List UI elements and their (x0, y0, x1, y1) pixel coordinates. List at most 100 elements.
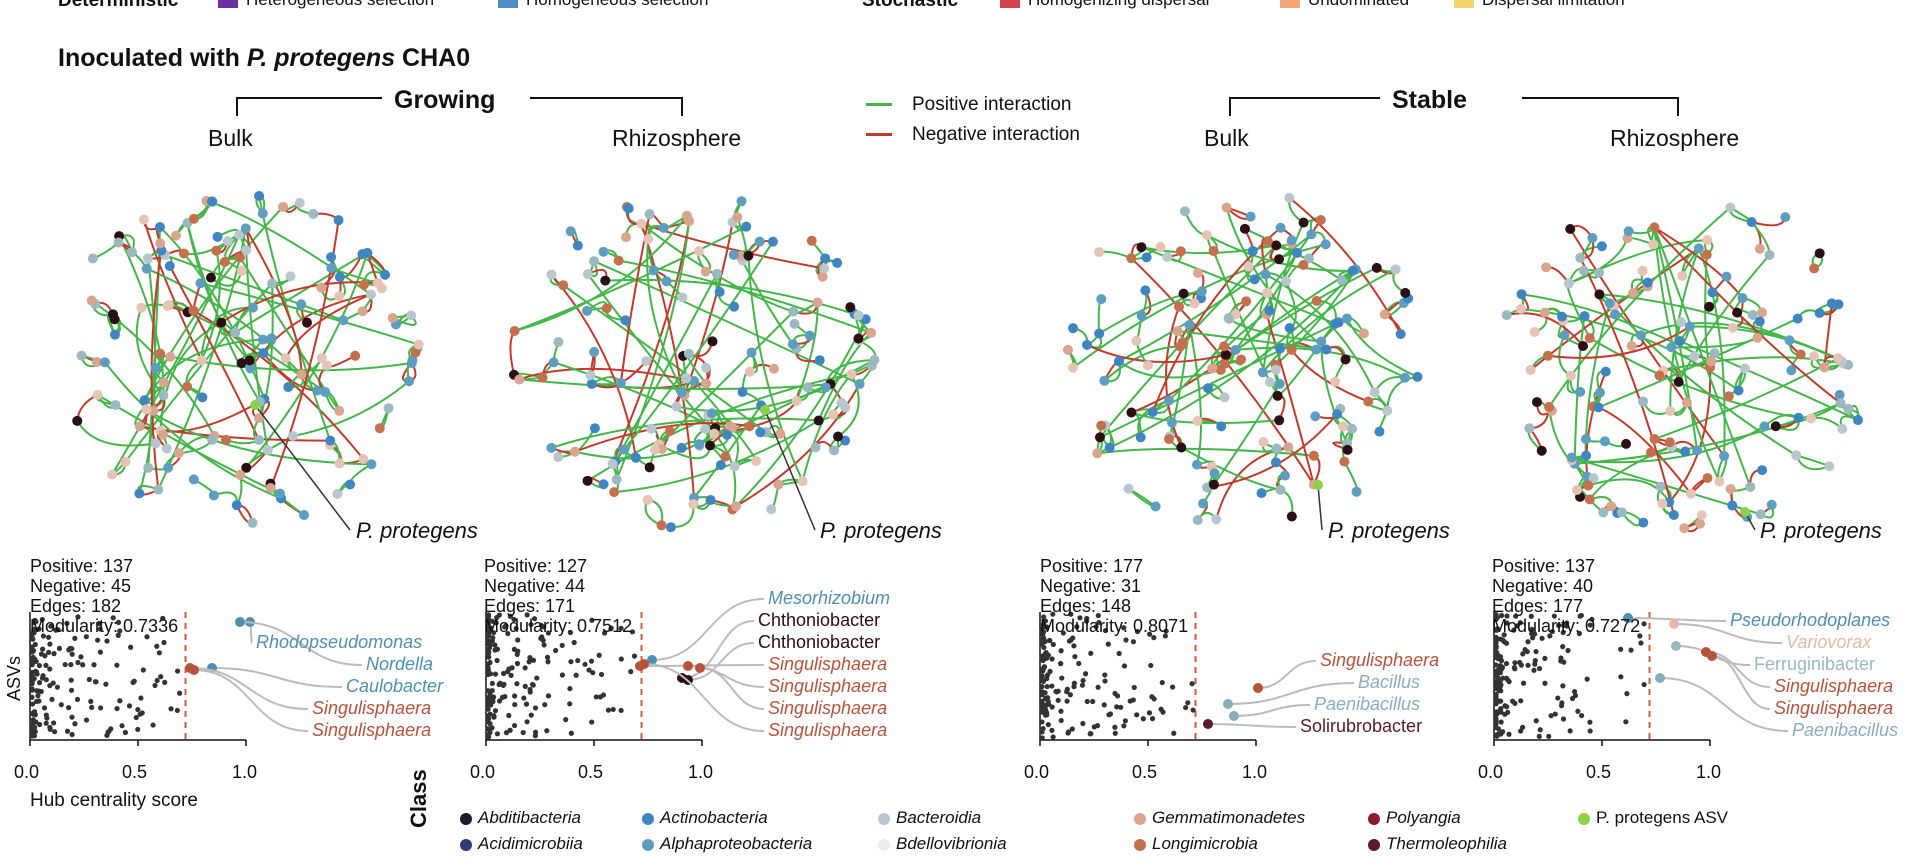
network-node (1616, 507, 1627, 518)
network-node (1172, 325, 1183, 336)
network-node (173, 448, 184, 459)
asv-point (515, 637, 521, 643)
asv-point (1074, 624, 1080, 630)
network-node (676, 442, 687, 453)
asv-point (1080, 677, 1086, 684)
hub-point (695, 663, 705, 673)
network-node (1184, 319, 1195, 330)
network-node (665, 522, 676, 533)
network-node (1264, 305, 1275, 316)
network-node (1196, 286, 1207, 297)
class-actinobacteria: Actinobacteria (642, 808, 768, 828)
network-edge (159, 226, 266, 400)
asv-point (1070, 635, 1076, 641)
asv-point (489, 618, 495, 624)
network-node (1150, 501, 1161, 512)
network-edge (1751, 216, 1787, 227)
network-node (1164, 395, 1175, 406)
asv-point (1159, 679, 1165, 686)
asv-point (487, 729, 493, 736)
asv-point (1500, 729, 1506, 735)
network-node (1805, 413, 1816, 424)
network-node (1673, 376, 1684, 387)
network-edge (509, 330, 516, 375)
network-node (1593, 402, 1604, 413)
asv-point (1618, 674, 1624, 680)
hub-leader-line (239, 621, 363, 666)
network-node (178, 248, 189, 259)
network-node (623, 203, 634, 214)
asv-point (505, 630, 511, 637)
network-node (1679, 523, 1690, 534)
legend-item-homogenizing-dispersal: Homogenizing dispersal (1000, 0, 1209, 10)
network-node (1756, 307, 1767, 318)
network-node (1594, 387, 1605, 398)
asv-point (1528, 613, 1534, 619)
asv-point (29, 687, 35, 693)
asv-point (1498, 709, 1504, 715)
network-node (1271, 240, 1282, 251)
network-node (1702, 473, 1713, 484)
asv-point (138, 695, 144, 701)
asv-point (1049, 656, 1055, 662)
network-node (607, 458, 618, 469)
asv-point (72, 721, 78, 727)
network-node (1315, 215, 1326, 226)
network-node (1588, 473, 1599, 484)
asv-point (1039, 719, 1045, 725)
asv-point (1072, 653, 1078, 660)
network-node (240, 223, 251, 234)
asv-point (1039, 654, 1045, 660)
network-node (1594, 267, 1605, 278)
network-node (643, 234, 654, 245)
network-node (1623, 226, 1634, 237)
network-node (1676, 317, 1687, 328)
network-node (514, 374, 525, 385)
network-node (1351, 486, 1362, 497)
asv-point (75, 614, 81, 620)
asv-point (1513, 613, 1519, 619)
network-node (1342, 313, 1353, 324)
class-polyangia: Polyangia (1368, 808, 1461, 828)
panel-3-hub-label-4: Solirubrobacter (1300, 716, 1423, 736)
network-node (1274, 415, 1285, 426)
asv-point (1497, 698, 1503, 704)
asv-point (1506, 679, 1512, 685)
network-node (1677, 270, 1688, 281)
network-node (1764, 250, 1775, 261)
asv-point (1493, 670, 1499, 676)
network-node (1247, 245, 1258, 256)
network-node (267, 278, 278, 289)
network-edge (1099, 317, 1348, 439)
network-node (1298, 260, 1309, 271)
asv-point (135, 706, 141, 713)
network-node (1832, 353, 1843, 364)
asv-point (596, 652, 602, 658)
network-node (869, 354, 880, 365)
network-node (1565, 370, 1576, 381)
asv-point (80, 662, 86, 668)
asv-point (1525, 639, 1531, 645)
network-node (383, 403, 394, 414)
network-node (1081, 339, 1092, 350)
asv-point (83, 634, 89, 640)
network-node (236, 358, 247, 369)
network-node (722, 429, 733, 440)
asv-point (1503, 660, 1510, 667)
network-node (1208, 246, 1219, 257)
asv-point (485, 713, 491, 719)
network-node (1766, 499, 1777, 510)
network-edge (1571, 425, 1765, 464)
network-node (299, 510, 310, 521)
network-edge (1566, 282, 1591, 339)
network-node (1369, 387, 1380, 398)
asv-point (1185, 700, 1191, 706)
asv-point (545, 659, 551, 665)
asv-point (487, 642, 493, 648)
class-abditibacteria: Abditibacteria (460, 808, 581, 828)
network-node (350, 350, 361, 361)
asv-point (43, 720, 49, 726)
asv-point (506, 712, 512, 719)
asv-point (140, 667, 146, 673)
asv-point (1547, 633, 1553, 639)
